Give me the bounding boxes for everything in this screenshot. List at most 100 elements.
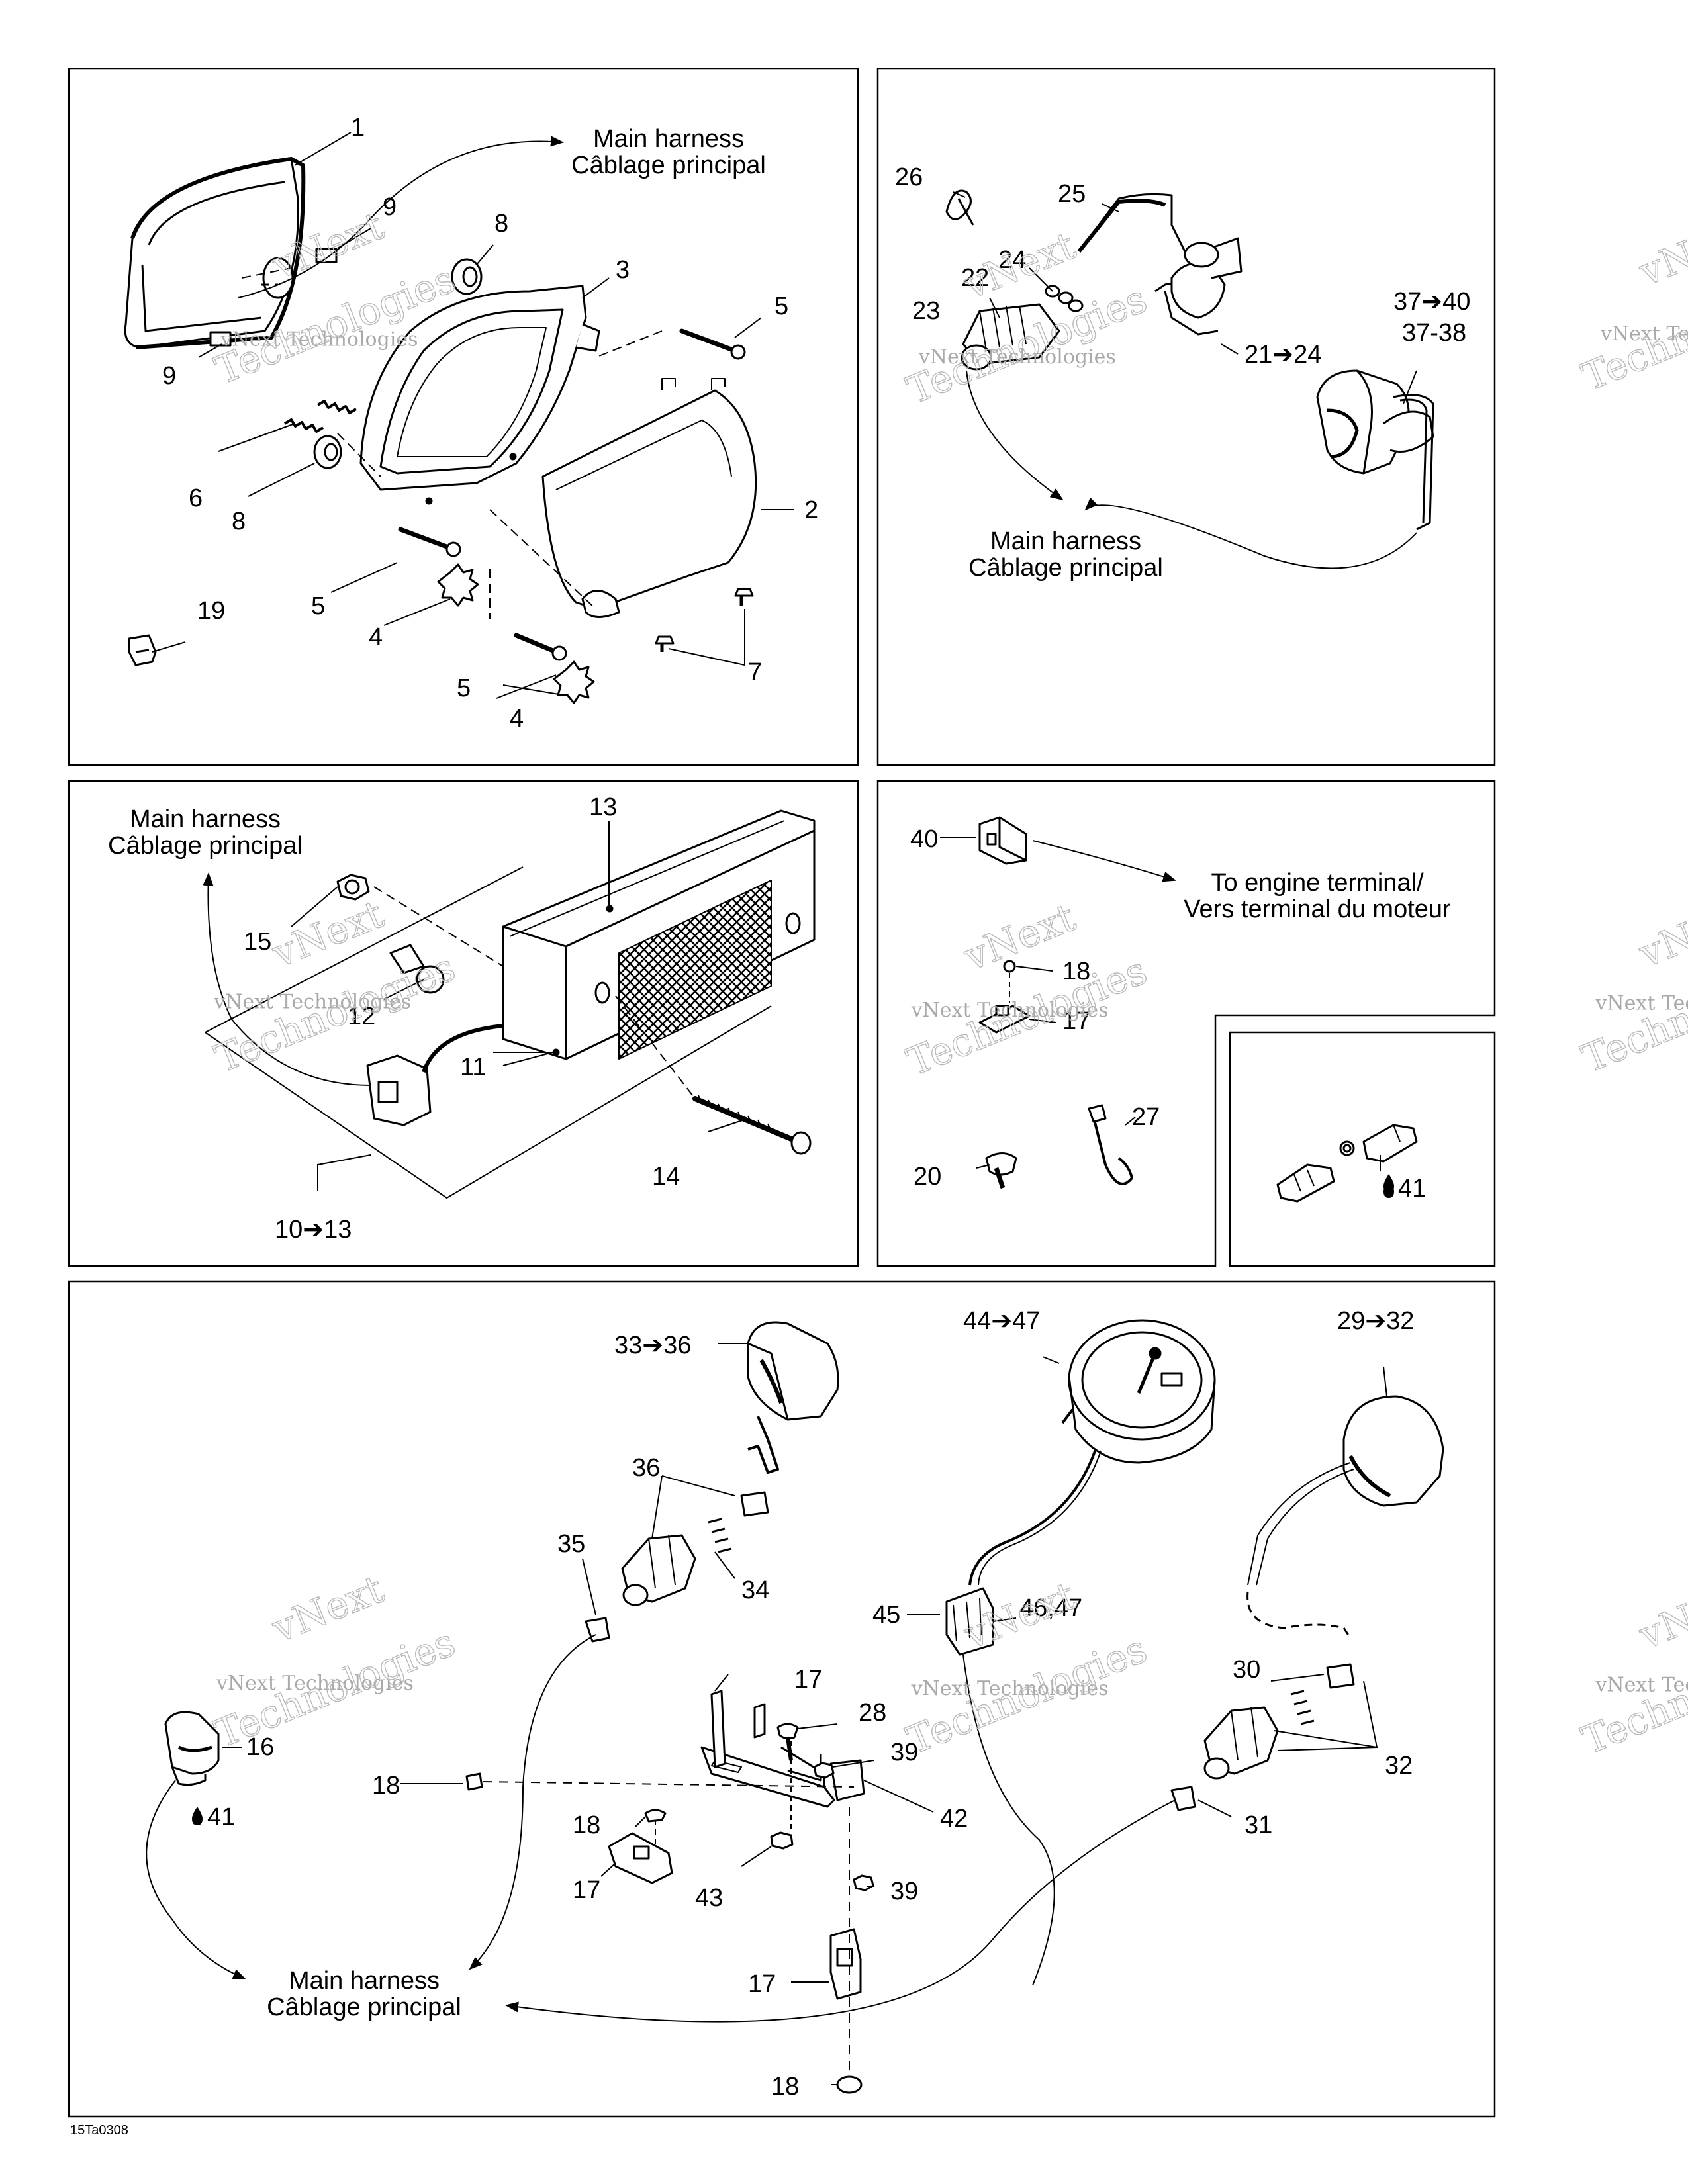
gauges-callouts: 33➔36 44➔47 29➔32 36 35 34 45 46,47 16 4… [207,1307,1414,2101]
panel-taillight [68,780,859,1267]
callout: 1 [351,114,365,142]
callout: 3 [616,256,630,284]
engine-label: To engine terminal/ [1211,869,1424,897]
callout: 13 [589,794,617,821]
watermark-small: vNext Technologies [918,345,1116,369]
callout: 4 [510,705,524,733]
controls-callouts: 26 25 24 22 23 21➔24 37➔40 37-38 Main ha… [895,163,1470,582]
gauges-drawing [164,1319,1444,2094]
callout: 29➔32 [1337,1307,1414,1335]
watermark-small: vNext Technologies [1595,1673,1688,1696]
callout: 8 [494,210,508,238]
taillight-drawing [205,809,816,1199]
harness-label: Main harness [990,527,1141,555]
panel-headlight [68,68,859,766]
headlight-callouts: 1 9 9 8 8 3 5 6 2 5 4 5 4 7 19 Main harn… [162,114,818,733]
callout: 5 [457,674,471,702]
callout: 32 [1385,1752,1413,1780]
callout: 26 [895,163,923,191]
watermark-5: vNext vNext Technologies Technologies [209,1566,462,1757]
callout: 17 [1062,1007,1090,1035]
panel-frames [68,68,1496,2118]
callout: 42 [940,1805,968,1833]
panel-relay [876,780,1496,1267]
watermark-edge-2: vNext vNext Technologies Technologies [1575,891,1688,1082]
watermark-edge-1: vNext vNext Technologies Technologies [1575,209,1688,400]
callout: 35 [557,1530,585,1558]
callout: 44➔47 [963,1307,1040,1335]
taillight-callouts: 13 15 12 11 14 10➔13 Main harness Câblag… [108,794,680,1244]
callout: 19 [197,597,225,625]
callout: 46,47 [1019,1594,1082,1622]
callout: 40 [910,825,938,853]
watermark-small: vNext Technologies [1595,991,1688,1015]
callout: 21➔24 [1244,341,1321,369]
callout: 25 [1058,180,1086,208]
callout: 30 [1233,1656,1260,1684]
callout: 5 [774,293,788,320]
panel-connector [1229,1031,1496,1267]
watermark-small: vNext Technologies [1600,322,1688,345]
panel-gauges [68,1280,1496,2118]
callout: 14 [652,1163,680,1191]
callout: 17 [794,1666,822,1694]
callout: 41 [1398,1175,1426,1203]
harness-label: Câblage principal [968,554,1163,582]
taillight-leaders [203,821,749,1191]
watermark-line1: vNext [265,891,390,977]
callout: 16 [246,1733,274,1761]
callout: 28 [859,1699,886,1727]
callout: 20 [914,1163,941,1191]
headlamp-unit [124,157,306,349]
watermark-3: vNext vNext Technologies Technologies [209,891,462,1082]
connector-callouts: 41 [1398,1175,1426,1203]
relay-drawing [978,816,1133,1189]
engine-label: Vers terminal du moteur [1184,895,1451,923]
relay-callouts: 40 18 17 20 27 To engine terminal/ Vers … [910,825,1451,1191]
callout: 9 [162,362,176,390]
callout: 5 [311,592,325,620]
watermark-small: vNext Technologies [911,1677,1109,1700]
callout: 15 [244,928,271,956]
callout: 23 [912,297,940,325]
callout: 18 [372,1772,400,1799]
callout: 12 [348,1003,375,1030]
callout: 37➔40 [1393,288,1470,316]
watermark-small: vNext Technologies [220,328,418,351]
controls-leaders [953,191,1417,569]
callout: 34 [741,1576,769,1604]
watermark-line1: vNext [1632,1573,1688,1659]
controls-drawing [945,189,1434,531]
callout: 8 [232,508,246,535]
callout: 33➔36 [614,1332,691,1359]
harness-label: Câblage principal [571,152,766,179]
watermark-4: vNext vNext Technologies Technologies [900,894,1154,1085]
headlight-leaders [152,132,794,699]
watermark-small: vNext Technologies [911,999,1109,1022]
watermark-line1: vNext [1632,210,1688,295]
watermark-line1: vNext [957,1573,1082,1659]
callout: 18 [573,1811,600,1839]
callout: 11 [460,1054,486,1081]
callout: 37-38 [1402,319,1466,347]
callout: 24 [998,246,1026,274]
callout: 17 [748,1970,776,1998]
harness-label: Câblage principal [108,832,303,860]
figure-code: 15Ta0308 [70,2123,128,2138]
harness-label: Câblage principal [267,1993,461,2021]
callout: 7 [748,659,762,686]
callout: 36 [632,1454,660,1482]
headlight-drawing [124,157,757,704]
callout: 4 [369,623,383,651]
watermark-small: vNext Technologies [213,991,411,1014]
connector-drawing [1276,1124,1418,1203]
callout: 2 [804,496,818,524]
relay-leaders [940,837,1176,1169]
callout: 17 [573,1876,600,1904]
callout: 18 [771,2073,799,2101]
callout: 45 [872,1601,900,1629]
watermark-line1: vNext [265,1567,390,1652]
watermark-small: vNext Technologies [216,1672,414,1695]
callout: 27 [1132,1103,1160,1131]
